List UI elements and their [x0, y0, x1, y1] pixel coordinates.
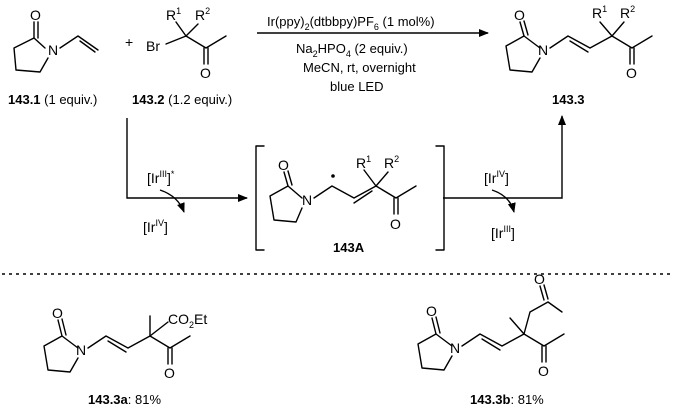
atom-oxygen: O: [534, 271, 545, 287]
atom-oxygen: O: [514, 7, 525, 23]
atom-oxygen: O: [278, 157, 289, 173]
reactant-143-2-structure: Br R1 R2 O: [146, 6, 227, 81]
intermediate-143A-structure: O N R1 R2 O: [269, 154, 417, 232]
plus-sign: +: [125, 34, 133, 50]
bracket-right: [435, 145, 445, 251]
reactant-143-2-label: 143.2 (1.2 equiv.): [132, 92, 232, 107]
product-143-3-label: 143.3: [552, 92, 585, 107]
atom-oxygen: O: [390, 216, 401, 232]
example-143-3b-label: 143.3b: 81%: [470, 392, 544, 407]
atom-nitrogen: N: [302, 192, 312, 208]
pathway-arrow-out: [443, 115, 566, 199]
atom-oxygen: O: [164, 365, 175, 381]
substituent-co2et: CO2Et: [168, 311, 207, 330]
ir-iii-right: [IrIII]: [491, 224, 515, 241]
atom-oxygen: O: [626, 65, 637, 81]
ir-iv-right: [IrIV]: [484, 169, 509, 186]
substituent-r1: R1: [592, 4, 607, 21]
substituent-r1: R1: [356, 154, 371, 171]
atom-bromine: Br: [146, 38, 160, 54]
condition-solvent: MeCN, rt, overnight: [303, 60, 416, 75]
condition-catalyst: Ir(ppy)2(dtbbpy)PF6 (1 mol%): [267, 14, 435, 32]
condition-base: Na2HPO4 (2 equiv.): [296, 41, 408, 59]
ir-iv-left: [IrIV]: [143, 218, 168, 235]
pathway-curved-arrow-left: [159, 189, 185, 213]
atom-oxygen: O: [52, 305, 63, 321]
atom-oxygen: O: [200, 65, 211, 81]
reactant-143-1-structure: O N: [13, 7, 99, 73]
example-143-3a-label: 143.3a: 81%: [88, 392, 161, 407]
substituent-r2: R2: [384, 154, 399, 171]
example-143-3b-structure: O N O O: [417, 271, 565, 379]
atom-nitrogen: N: [76, 342, 86, 358]
bracket-left: [255, 145, 265, 251]
example-143-3a-structure: O N CO2Et O: [43, 305, 207, 381]
radical-dot: [331, 174, 335, 178]
atom-oxygen: O: [538, 363, 549, 379]
reactant-143-1-label: 143.1 (1 equiv.): [8, 92, 97, 107]
ir-iii-excited: [IrIII]*: [147, 169, 175, 186]
atom-nitrogen: N: [450, 340, 460, 356]
product-143-3-structure: O N R1 R2 O: [505, 4, 653, 81]
intermediate-143A-label: 143A: [333, 240, 365, 255]
substituent-r2: R2: [620, 4, 635, 21]
substituent-r1: R1: [166, 6, 181, 23]
pathway-curved-arrow-right: [491, 189, 516, 213]
atom-nitrogen: N: [48, 42, 58, 58]
pathway-arrow-in: [126, 118, 248, 202]
condition-light: blue LED: [330, 79, 383, 94]
atom-nitrogen: N: [538, 42, 548, 58]
substituent-r2: R2: [195, 6, 210, 23]
atom-oxygen: O: [426, 303, 437, 319]
atom-oxygen: O: [30, 7, 41, 23]
